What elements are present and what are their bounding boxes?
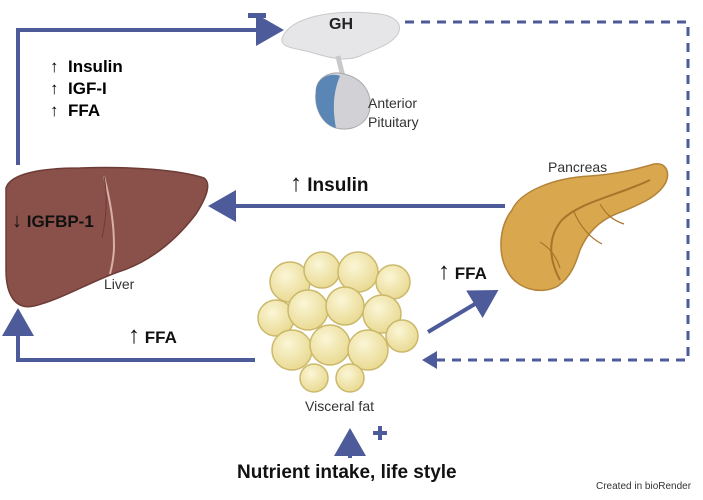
plus-sign xyxy=(373,426,387,440)
igfbp1-text: IGFBP-1 xyxy=(26,212,94,231)
down-arrow-icon: ↓ xyxy=(12,210,22,232)
pituitary-illustration xyxy=(281,11,400,130)
list-item: ↑ FFA xyxy=(50,100,123,122)
gh-label: GH xyxy=(329,16,353,33)
up-arrow-icon: ↑ xyxy=(438,258,450,285)
igfbp1-label: ↓ IGFBP-1 xyxy=(12,210,94,233)
fat-to-pancreas-arrow xyxy=(426,289,499,334)
nutrient-intake-label: Nutrient intake, life style xyxy=(237,462,457,483)
list-item: ↑ Insulin xyxy=(50,56,123,78)
up-arrow-icon: ↑ xyxy=(50,57,59,76)
up-arrow-icon: ↑ xyxy=(128,322,140,349)
liver-illustration xyxy=(5,166,209,308)
up-arrow-icon: ↑ xyxy=(50,79,59,98)
ffa-text: FFA xyxy=(144,328,177,347)
pituitary-label: Pituitary xyxy=(368,114,419,130)
ffa-to-liver-label: ↑ FFA xyxy=(128,322,177,350)
pancreas-label: Pancreas xyxy=(548,159,608,175)
fat-to-liver-arrow xyxy=(2,308,255,362)
ffa-to-pancreas-label: ↑ FFA xyxy=(438,258,487,286)
up-arrow-icon: ↑ xyxy=(290,170,302,197)
visceral-fat-illustration xyxy=(257,251,419,393)
pancreas-illustration xyxy=(500,163,669,292)
up-arrow-icon: ↑ xyxy=(50,101,59,120)
liver-label: Liver xyxy=(104,276,135,292)
gh-dashed-feedback-arrow xyxy=(405,20,690,369)
minus-sign xyxy=(248,13,266,18)
list-item: ↑ IGF-I xyxy=(50,78,123,100)
insulin-text: Insulin xyxy=(307,175,369,196)
list-item-label: Insulin xyxy=(68,57,123,76)
liver-to-gh-arrow xyxy=(16,14,284,165)
created-in-biorender-label: Created in bioRender xyxy=(596,481,692,492)
ffa-text: FFA xyxy=(454,264,487,283)
list-item-label: FFA xyxy=(68,101,101,120)
anterior-label: Anterior xyxy=(368,95,418,111)
insulin-to-liver-label: ↑ Insulin xyxy=(290,170,369,198)
visceral-fat-label: Visceral fat xyxy=(305,398,374,414)
list-item-label: IGF-I xyxy=(68,79,107,98)
hormone-increase-list: ↑ Insulin ↑ IGF-I ↑ FFA xyxy=(50,56,123,122)
